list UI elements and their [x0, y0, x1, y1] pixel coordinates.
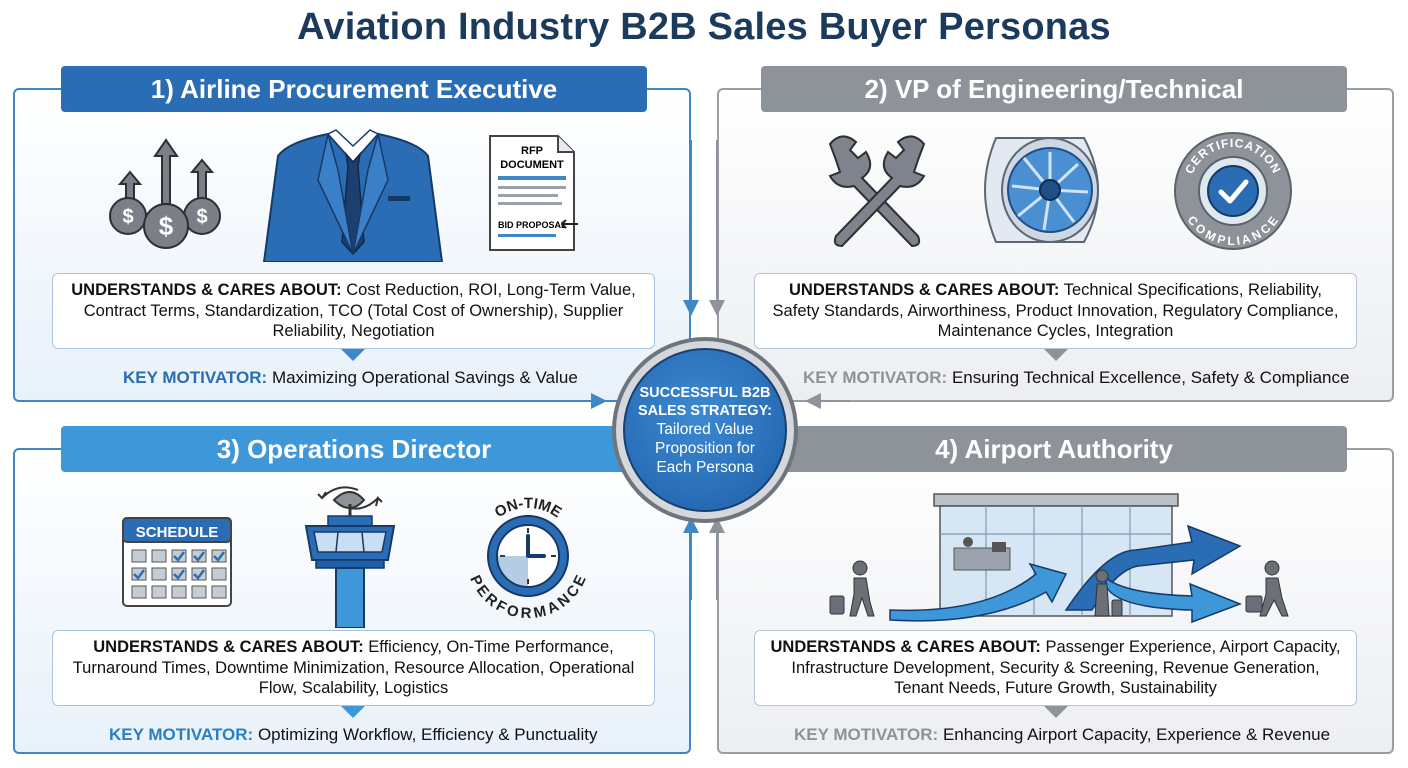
cares-text-operations: Efficiency, On-Time Performance, Turnaro… — [72, 638, 635, 698]
key-motivator-airport: KEY MOTIVATOR: Enhancing Airport Capacit… — [794, 725, 1330, 745]
cares-heading: UNDERSTANDS & CARES ABOUT: — [71, 281, 342, 300]
cares-text-procurement: Cost Reduction, ROI, Long-Term Value, Co… — [83, 281, 636, 341]
certification-seal-icon: CERTIFICATION COMPLIANCE — [1174, 132, 1292, 250]
callout-pointer — [341, 706, 365, 718]
key-motivator-label: KEY MOTIVATOR: — [109, 725, 254, 744]
hub-body-line3: Each Persona — [656, 458, 754, 476]
hub-body-line2: Proposition for — [655, 439, 755, 457]
persona-title-procurement: 1) Airline Procurement Executive — [61, 66, 647, 112]
schedule-calendar-icon: SCHEDULE — [122, 517, 232, 607]
document-label: DOCUMENT — [500, 159, 564, 171]
persona-title-airport: 4) Airport Authority — [761, 426, 1347, 472]
control-tower-icon — [304, 486, 396, 628]
money-growth-icon: $ $ $ — [109, 138, 221, 249]
cares-box-airport: UNDERSTANDS & CARES ABOUT: Passenger Exp… — [754, 630, 1357, 706]
bid-proposal-label: BID PROPOSAL — [498, 220, 567, 230]
rfp-label: RFP — [521, 145, 543, 157]
cares-box-procurement: UNDERSTANDS & CARES ABOUT: Cost Reductio… — [52, 273, 655, 349]
persona-title-operations: 3) Operations Director — [61, 426, 647, 472]
svg-text:$: $ — [122, 206, 133, 228]
svg-text:$: $ — [159, 211, 174, 241]
key-motivator-label: KEY MOTIVATOR: — [123, 368, 268, 387]
key-motivator-text: Enhancing Airport Capacity, Experience &… — [942, 725, 1331, 744]
callout-pointer — [341, 349, 365, 361]
cares-heading: UNDERSTANDS & CARES ABOUT: — [770, 638, 1041, 657]
airport-terminal-flow-icon — [829, 493, 1289, 624]
business-suit-icon — [262, 129, 444, 262]
key-motivator-text: Maximizing Operational Savings & Value — [271, 368, 578, 387]
hub-heading-line2: SALES STRATEGY: — [638, 402, 772, 419]
key-motivator-engineering: KEY MOTIVATOR: Ensuring Technical Excell… — [803, 368, 1349, 388]
hub-heading-line1: SUCCESSFUL B2B — [639, 384, 771, 401]
key-motivator-text: Optimizing Workflow, Efficiency & Punctu… — [257, 725, 598, 744]
cares-text-engineering: Technical Specifications, Reliability, S… — [772, 281, 1339, 341]
key-motivator-procurement: KEY MOTIVATOR: Maximizing Operational Sa… — [123, 368, 578, 388]
key-motivator-text: Ensuring Technical Excellence, Safety & … — [951, 368, 1350, 387]
callout-pointer — [1044, 706, 1068, 718]
cares-heading: UNDERSTANDS & CARES ABOUT: — [788, 281, 1060, 300]
svg-text:$: $ — [196, 206, 207, 228]
on-time-clock-icon: ON-TIME PERFORMANCE — [466, 495, 589, 622]
cares-box-engineering: UNDERSTANDS & CARES ABOUT: Technical Spe… — [754, 273, 1357, 349]
page-title: Aviation Industry B2B Sales Buyer Person… — [297, 6, 1111, 48]
key-motivator-operations: KEY MOTIVATOR: Optimizing Workflow, Effi… — [109, 725, 597, 745]
strategy-hub: SUCCESSFUL B2B SALES STRATEGY: Tailored … — [623, 348, 787, 512]
key-motivator-label: KEY MOTIVATOR: — [794, 725, 939, 744]
cares-text-airport: Passenger Experience, Airport Capacity, … — [791, 638, 1341, 698]
persona-title-engineering: 2) VP of Engineering/Technical — [761, 66, 1347, 112]
key-motivator-label: KEY MOTIVATOR: — [803, 368, 948, 387]
jet-engine-icon — [984, 137, 1099, 243]
cares-heading: UNDERSTANDS & CARES ABOUT: — [93, 638, 364, 657]
wrench-tools-icon — [828, 135, 926, 248]
schedule-label: SCHEDULE — [136, 524, 219, 541]
callout-pointer — [1044, 349, 1068, 361]
cares-box-operations: UNDERSTANDS & CARES ABOUT: Efficiency, O… — [52, 630, 655, 706]
rfp-document-icon: RFP DOCUMENT BID PROPOSAL — [489, 135, 578, 251]
hub-body-line1: Tailored Value — [656, 420, 754, 438]
